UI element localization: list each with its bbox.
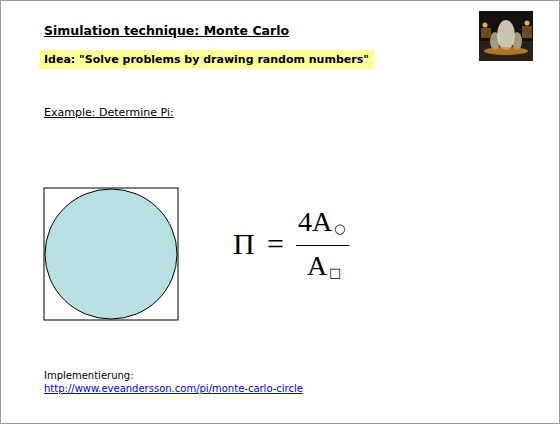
numerator: 4A bbox=[298, 207, 332, 238]
fraction-bar bbox=[296, 245, 349, 246]
idea-text: Idea: "Solve problems by drawing random … bbox=[44, 53, 369, 66]
example-heading: Example: Determine Pi: bbox=[44, 107, 174, 119]
implementation-note: Implementierung: bbox=[44, 370, 134, 381]
square-outline bbox=[44, 188, 178, 320]
link-url: http://www.eveandersson.com/pi/monte-car… bbox=[44, 383, 303, 394]
street-light bbox=[525, 21, 530, 26]
inscribed-circle bbox=[45, 189, 177, 319]
building bbox=[522, 26, 532, 38]
denominator: A bbox=[307, 251, 327, 282]
circle-in-square bbox=[43, 187, 180, 322]
fountain-spray bbox=[497, 20, 515, 50]
street-light bbox=[483, 23, 488, 28]
square-subscript: □ bbox=[329, 266, 341, 280]
equals-sign: = bbox=[267, 227, 284, 260]
idea-highlight-box: Idea: "Solve problems by drawing random … bbox=[39, 50, 374, 69]
pi-symbol: Π bbox=[233, 227, 255, 260]
slide-title: Simulation technique: Monte Carlo bbox=[44, 23, 289, 38]
fountain-lights bbox=[484, 47, 528, 55]
photo-ground bbox=[479, 11, 533, 61]
building bbox=[481, 28, 491, 38]
circle-subscript: ○ bbox=[334, 222, 345, 236]
fountain-photo bbox=[479, 11, 533, 61]
